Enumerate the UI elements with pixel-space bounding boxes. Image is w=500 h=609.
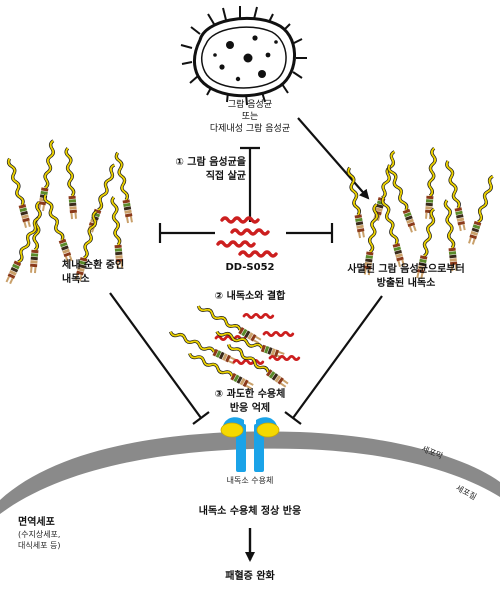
step1-label-line1: ① 그람 음성균을: [175, 157, 246, 168]
normal-response-label: 내독소 수용체 정상 반응: [198, 506, 302, 517]
released-endotoxin-cluster-icon: [344, 146, 498, 281]
drug-name-label: DD-S052: [225, 262, 275, 273]
step3-label-line2: 반응 억제: [229, 403, 271, 414]
immune-cell-label: 면역세포: [18, 517, 55, 528]
gram-negative-bacterium-icon: [180, 6, 307, 106]
immune-cell-examples-line2: 대식세포 등): [18, 541, 61, 550]
immune-cell-examples-line1: (수지상세포,: [18, 530, 61, 539]
receptor-label: 내독소 수용체: [226, 476, 274, 485]
step1-label-line2: 직접 살균: [205, 171, 246, 182]
drug-molecule-cluster-icon: [216, 216, 278, 258]
released-endotoxin-label-line2: 방출된 내독소: [376, 278, 436, 289]
step3-label-line1: ③ 과도한 수용체: [214, 389, 286, 400]
left-receptor-block-line: [109, 292, 210, 425]
immune-cell-body: [0, 431, 500, 514]
endotoxin-receptor-icon: [220, 417, 280, 472]
circulating-endotoxin-label-line1: 체내 순환 중인: [62, 260, 125, 271]
circulating-inhibition-line: [158, 223, 215, 243]
circulating-endotoxin-label-line2: 내독소: [62, 274, 90, 285]
bacterium-label-line2: 또는: [241, 112, 259, 122]
released-inhibition-line: [286, 223, 334, 243]
right-receptor-block-line: [284, 295, 383, 425]
outcome-label: 패혈증 완화: [225, 571, 275, 582]
bacteria-to-endotoxin-arrow: [297, 117, 370, 200]
step2-label: ② 내독소와 결합: [214, 291, 286, 302]
bacterium-label-line3: 다제내성 그람 음성균: [209, 124, 291, 134]
drug-endotoxin-complex-icon: [167, 301, 301, 392]
kill-inhibition-line: [240, 146, 260, 222]
released-endotoxin-label-line1: 사멸된 그람 음성균으로부터: [347, 264, 465, 275]
bacterium-label-line1: 그람 음성균: [227, 100, 273, 110]
